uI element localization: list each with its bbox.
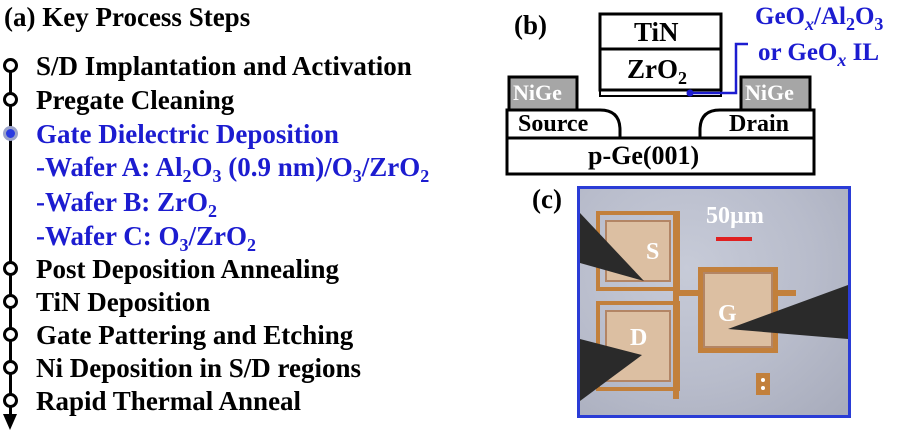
pad-g: [703, 272, 773, 348]
timeline-node: [3, 261, 18, 276]
process-step: TiN Deposition: [36, 287, 211, 317]
timeline-node-active: [3, 126, 18, 141]
timeline-node: [3, 393, 18, 408]
timeline-node: [3, 58, 18, 73]
tin-layer: [598, 12, 723, 51]
annotation-line-1: GeOx/Al2O3: [755, 3, 884, 34]
timeline-node: [3, 327, 18, 342]
timeline-arrow-icon: [3, 414, 17, 430]
panel-b-label: (b): [514, 10, 547, 40]
pad-g-label: G: [718, 301, 737, 327]
substrate-layer: [505, 136, 816, 176]
timeline-node: [3, 294, 18, 309]
annotation-dot: [686, 89, 694, 97]
probe-needle-d: [580, 339, 642, 401]
pad-s-label: S: [646, 239, 660, 265]
pad-d-label: D: [630, 325, 648, 351]
timeline-node: [3, 92, 18, 107]
source-region: [505, 108, 622, 140]
tin-label: TiN: [634, 17, 679, 47]
process-step: Gate Pattering and Etching: [36, 320, 354, 350]
process-step: Post Deposition Annealing: [36, 254, 340, 284]
nige-right-contact: [739, 75, 812, 112]
annotation-line-2: or GeOx IL: [758, 39, 880, 70]
probe-needle-g: [728, 285, 848, 339]
device-micrograph: 50µm S D G: [577, 186, 851, 418]
annotation-connector: [690, 42, 748, 95]
nige-right-label: NiGe: [745, 80, 794, 105]
timeline-node: [3, 360, 18, 375]
panel-a-title: (a) Key Process Steps: [4, 2, 251, 32]
sub-step-wafer-b: -Wafer B: ZrO2: [36, 187, 217, 221]
substrate-label: p-Ge(001): [588, 141, 700, 170]
sub-step-wafer-c: -Wafer C: O3/ZrO2: [36, 221, 256, 255]
process-step: Rapid Thermal Anneal: [36, 386, 302, 416]
process-step: Ni Deposition in S/D regions: [36, 353, 362, 383]
panel-c-label: (c): [532, 184, 562, 214]
drain-region: [698, 108, 816, 140]
process-step-active: Gate Dielectric Deposition: [36, 119, 339, 149]
nige-left-contact: [507, 75, 579, 112]
nige-left-label: NiGe: [513, 80, 562, 105]
zro2-layer: [598, 47, 723, 92]
drain-label: Drain: [729, 111, 789, 137]
process-step: S/D Implantation and Activation: [36, 51, 412, 81]
scale-label: 50µm: [706, 203, 764, 229]
micrograph-drawing: [580, 211, 848, 401]
probe-needle-s: [580, 213, 644, 281]
process-step: Pregate Cleaning: [36, 85, 235, 115]
sub-step-wafer-a: -Wafer A: Al2O3 (0.9 nm)/O3/ZrO2: [36, 152, 430, 186]
scale-bar: [716, 237, 752, 241]
timeline-line: [9, 60, 12, 418]
source-label: Source: [518, 111, 589, 137]
alignment-mark: [756, 373, 770, 395]
zro2-label: ZrO2: [627, 54, 687, 88]
